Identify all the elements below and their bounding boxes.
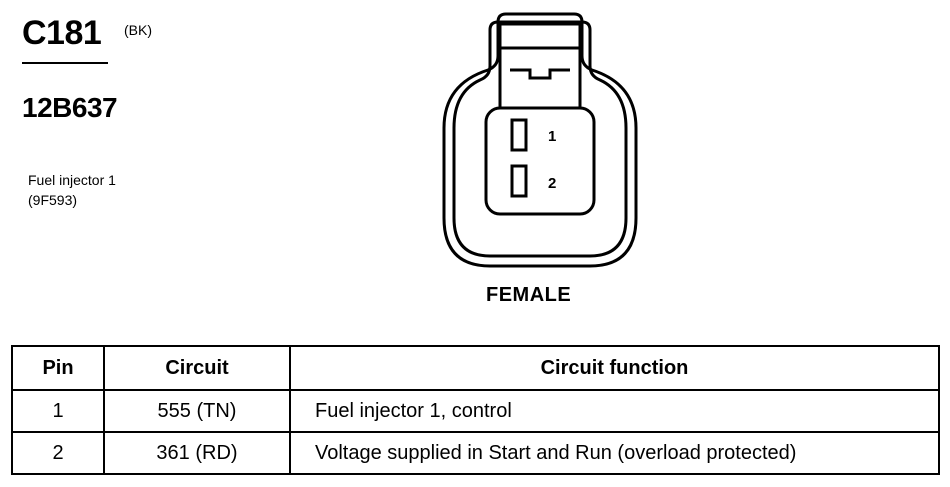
component-name: Fuel injector 1 xyxy=(28,172,116,188)
pin-cavity-label-2: 2 xyxy=(548,175,556,192)
connector-gender-label: FEMALE xyxy=(486,284,572,306)
pin-cavity-1 xyxy=(510,118,528,152)
pinout-table: Pin Circuit Circuit function 1 555 (TN) … xyxy=(11,345,940,475)
pin-cavity-label-1: 1 xyxy=(548,128,556,145)
title-underline xyxy=(22,62,108,64)
column-header-circuit: Circuit xyxy=(103,345,291,391)
circuit-cell: 361 (RD) xyxy=(103,431,291,475)
connector-pin-face xyxy=(484,106,596,216)
circuit-cell: 555 (TN) xyxy=(103,389,291,433)
part-number: 12B637 xyxy=(22,92,118,123)
connector-outer-housing xyxy=(442,12,638,268)
color-code: (BK) xyxy=(124,22,152,38)
pin-cell: 2 xyxy=(11,431,105,475)
pin-cell: 1 xyxy=(11,389,105,433)
pin-cavity-2 xyxy=(510,164,528,198)
column-header-pin: Pin xyxy=(11,345,105,391)
connector-id: C181 xyxy=(22,14,102,52)
circuit-function-cell: Voltage supplied in Start and Run (overl… xyxy=(289,431,940,475)
connector-face-diagram: 1 2 xyxy=(442,12,638,268)
component-part-number: (9F593) xyxy=(28,192,78,208)
circuit-function-cell: Fuel injector 1, control xyxy=(289,389,940,433)
table-header-row: Pin Circuit Circuit function xyxy=(11,345,940,391)
connector-inner-housing xyxy=(452,20,628,258)
column-header-circuit-function: Circuit function xyxy=(289,345,940,391)
table-row: 1 555 (TN) Fuel injector 1, control xyxy=(11,389,940,433)
component-description: Fuel injector 1 (9F593) xyxy=(28,170,116,210)
connector-latch xyxy=(498,22,582,50)
table-row: 2 361 (RD) Voltage supplied in Start and… xyxy=(11,431,940,475)
connector-latch-notch xyxy=(510,68,570,80)
